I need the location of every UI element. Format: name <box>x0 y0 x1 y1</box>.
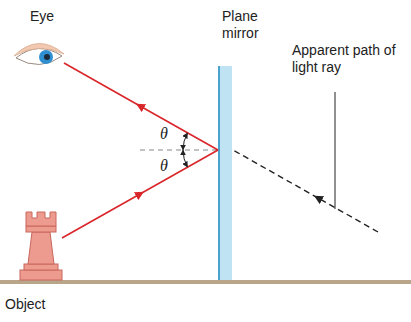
leader-line <box>335 92 336 209</box>
apparent-path <box>318 198 378 232</box>
apparent-path-label: Apparent path of light ray <box>292 42 400 76</box>
angle-arc <box>183 150 188 167</box>
object-label: Object <box>5 296 45 313</box>
plane-mirror <box>218 66 232 280</box>
eye-icon <box>14 43 64 64</box>
reflected-ray <box>140 106 218 150</box>
reflected-ray <box>64 63 140 106</box>
apparent-path <box>233 150 318 198</box>
angle-symbol: θ <box>159 126 169 142</box>
normal-line <box>140 149 217 150</box>
mirror-label: Plane mirror <box>222 8 282 42</box>
angle-arc <box>183 133 188 150</box>
incident-ray <box>140 150 218 194</box>
eye-label: Eye <box>30 8 54 25</box>
ground-line <box>0 280 411 284</box>
rook-object <box>20 212 62 280</box>
mirror-surface <box>218 66 220 280</box>
incident-ray <box>62 194 140 238</box>
angle-symbol: θ <box>159 158 169 174</box>
